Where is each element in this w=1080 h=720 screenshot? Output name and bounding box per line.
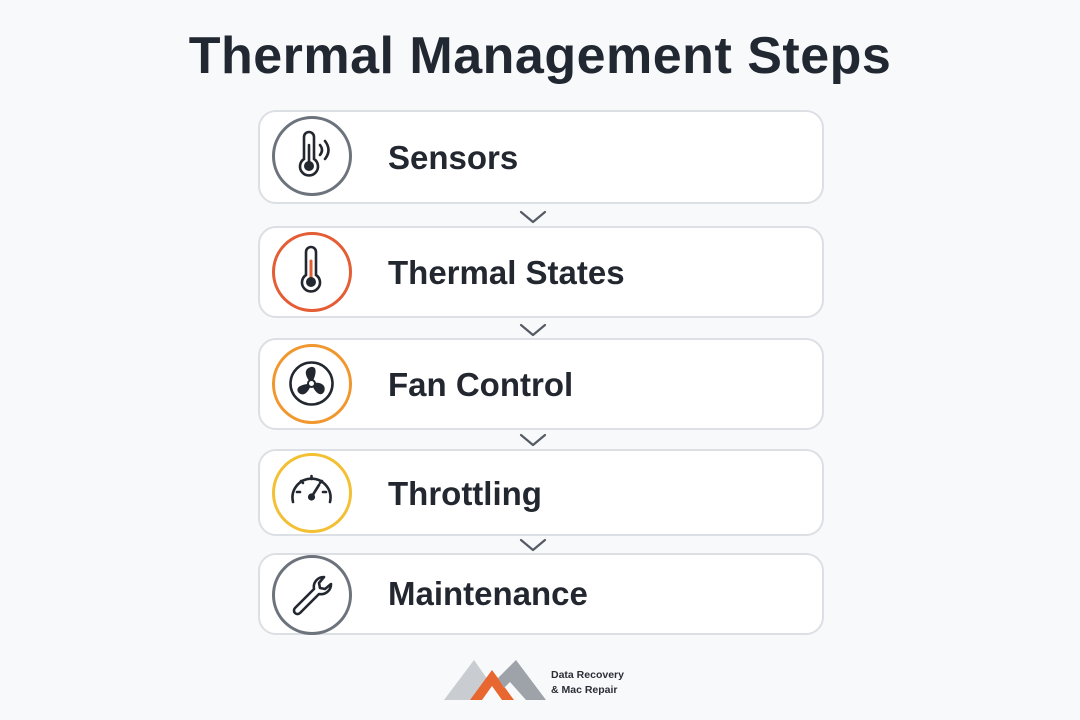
footer-brand-text: Data Recovery & Mac Repair xyxy=(551,668,624,698)
chevron-down-icon xyxy=(519,433,547,447)
thermometer-icon xyxy=(300,245,322,293)
chevron-down-icon xyxy=(519,210,547,224)
step-label: Throttling xyxy=(388,475,542,512)
step-icon-ring xyxy=(272,232,352,312)
step-label: Maintenance xyxy=(388,575,588,612)
fan-icon xyxy=(289,361,334,406)
step-label: Fan Control xyxy=(388,366,574,403)
step-maintenance: Maintenance xyxy=(258,553,824,635)
step-fan-control: Fan Control xyxy=(258,338,824,430)
step-throttling: Throttling xyxy=(258,449,824,536)
step-label: Thermal States xyxy=(388,254,625,291)
mountain-logo xyxy=(444,660,546,700)
speedometer-icon xyxy=(291,474,332,504)
chevron-down-icon xyxy=(519,323,547,337)
diagram-title: Thermal Management Steps xyxy=(188,27,892,85)
footer-line-1: Data Recovery xyxy=(551,669,624,681)
step-icon-ring xyxy=(272,344,352,424)
step-sensors: Sensors xyxy=(258,110,824,204)
wrench-icon xyxy=(292,575,333,616)
step-icon-ring xyxy=(272,453,352,533)
footer-line-2: & Mac Repair xyxy=(551,684,618,696)
thermometer-signal-icon xyxy=(298,130,330,177)
step-label: Sensors xyxy=(388,139,519,176)
step-icon-ring xyxy=(272,555,352,635)
chevron-down-icon xyxy=(519,538,547,552)
step-thermal-states: Thermal States xyxy=(258,226,824,318)
step-icon-ring xyxy=(272,116,352,196)
